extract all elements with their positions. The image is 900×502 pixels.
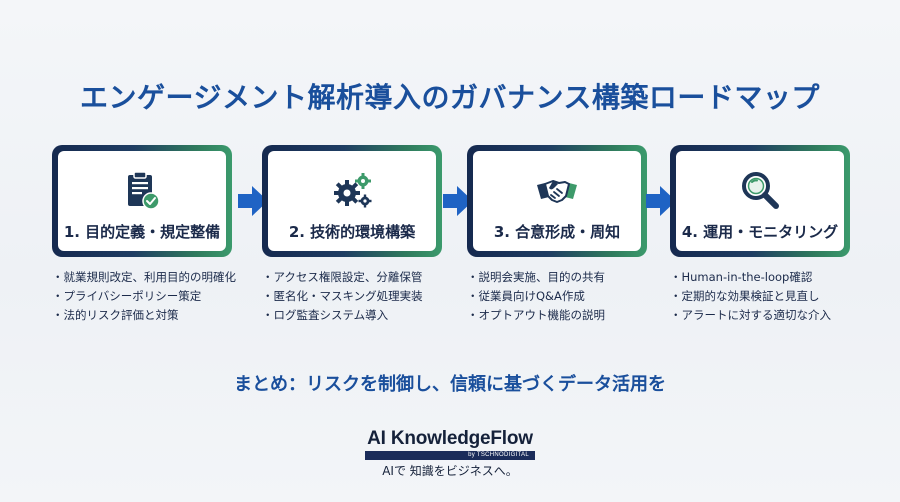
list-item: 従業員向けQ&A作成 — [467, 287, 667, 306]
list-item: アラートに対する適切な介入 — [670, 306, 870, 325]
list-item: 説明会実施、目的の共有 — [467, 268, 667, 287]
step-1-title: 1. 目的定義・規定整備 — [63, 223, 221, 241]
logo-name: AI KnowledgeFlow — [367, 428, 533, 449]
step-card-3: 3. 合意形成・周知 — [467, 145, 647, 257]
logo-byline: by TSCHNODIGITAL — [365, 451, 535, 460]
arrow-right-icon — [646, 186, 676, 216]
list-item: 就業規則改定、利用目的の明確化 — [52, 268, 252, 287]
clipboard-check-icon — [128, 171, 160, 210]
step-3-bullets: 説明会実施、目的の共有 従業員向けQ&A作成 オプトアウト機能の説明 — [467, 268, 667, 325]
gears-icon — [334, 173, 372, 208]
arrow-right-icon — [443, 186, 473, 216]
handshake-icon — [537, 180, 577, 203]
step-1-bullets: 就業規則改定、利用目的の明確化 プライバシーポリシー策定 法的リスク評価と対策 — [52, 268, 252, 325]
step-4-bullets: Human-in-the-loop確認 定期的な効果検証と見直し アラートに対す… — [670, 268, 870, 325]
step-2-bullets: アクセス権限設定、分離保管 匿名化・マスキング処理実装 ログ監査システム導入 — [262, 268, 462, 325]
step-card-1: 1. 目的定義・規定整備 — [52, 145, 232, 257]
step-card-4: 4. 運用・モニタリング — [670, 145, 850, 257]
list-item: プライバシーポリシー策定 — [52, 287, 252, 306]
magnifier-icon — [742, 172, 779, 209]
list-item: 匿名化・マスキング処理実装 — [262, 287, 462, 306]
step-card-2: 2. 技術的環境構築 — [262, 145, 442, 257]
list-item: Human-in-the-loop確認 — [670, 268, 870, 287]
arrow-right-icon — [238, 186, 268, 216]
page-title: エンゲージメント解析導入のガバナンス構築ロードマップ — [80, 81, 820, 114]
list-item: アクセス権限設定、分離保管 — [262, 268, 462, 287]
step-3-title: 3. 合意形成・周知 — [493, 223, 621, 241]
list-item: オプトアウト機能の説明 — [467, 306, 667, 325]
list-item: 法的リスク評価と対策 — [52, 306, 252, 325]
list-item: 定期的な効果検証と見直し — [670, 287, 870, 306]
step-2-title: 2. 技術的環境構築 — [288, 223, 416, 241]
list-item: ログ監査システム導入 — [262, 306, 462, 325]
logo-tagline: AIで 知識をビジネスへ。 — [382, 464, 518, 478]
step-4-title: 4. 運用・モニタリング — [681, 223, 839, 241]
brand-logo: AI KnowledgeFlow by TSCHNODIGITAL AIで 知識… — [0, 428, 900, 479]
summary-text: まとめ：リスクを制御し、信頼に基づくデータ活用を — [234, 374, 666, 395]
